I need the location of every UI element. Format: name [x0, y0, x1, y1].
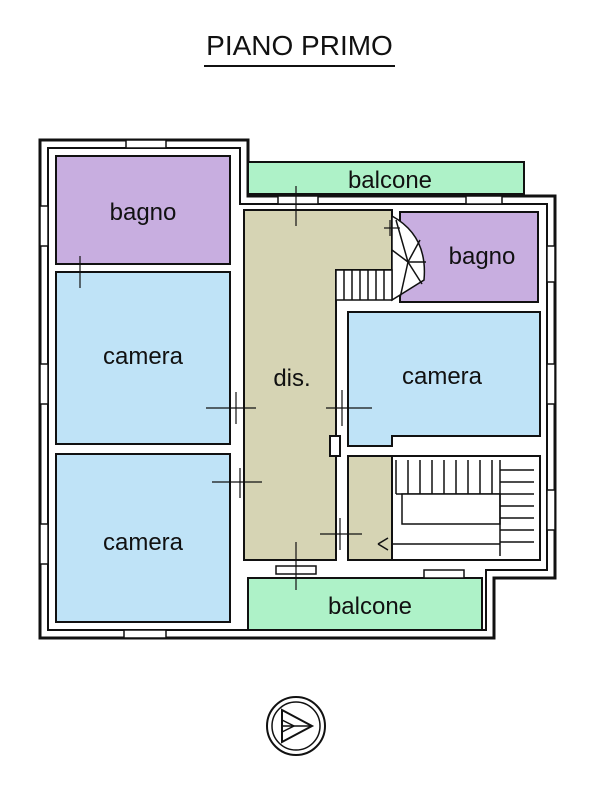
room-camera-left-bottom [55, 453, 231, 623]
label-camera-right: camera [402, 363, 483, 390]
label-dis: dis. [273, 365, 310, 392]
interior-walls [329, 435, 341, 457]
label-balcone-top: balcone [348, 167, 432, 194]
windows [39, 139, 556, 639]
label-bagno-right: bagno [449, 243, 516, 270]
label-camera-left-top: camera [103, 343, 184, 370]
label-bagno-left: bagno [110, 199, 177, 226]
spiral-stair [391, 214, 426, 302]
exterior-walls [38, 138, 557, 640]
room-balcone-bottom [247, 577, 483, 631]
small-stair [335, 269, 393, 301]
rooms [55, 155, 541, 631]
plan-title: PIANO PRIMO [0, 30, 599, 67]
north-arrow-icon [266, 696, 326, 756]
label-balcone-bottom: balcone [328, 593, 412, 620]
room-bagno-left [55, 155, 231, 265]
door-markers [79, 186, 400, 590]
room-camera-right [347, 311, 541, 447]
main-stair-treads [377, 460, 534, 556]
stair-landing [347, 455, 393, 561]
plan-title-text: PIANO PRIMO [204, 30, 395, 67]
room-balcone-top [247, 161, 525, 195]
label-camera-left-bottom: camera [103, 529, 184, 556]
room-camera-left-top [55, 271, 231, 445]
